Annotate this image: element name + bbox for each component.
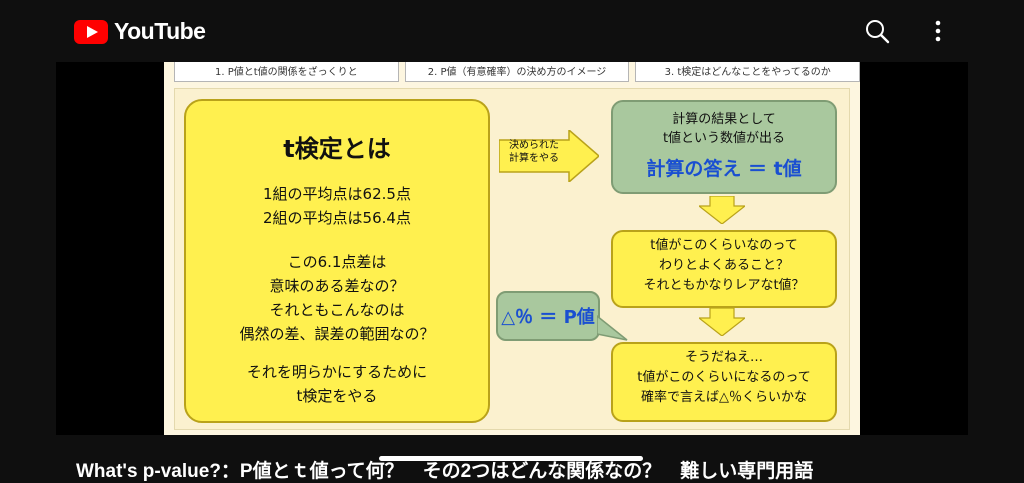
class1-average: 1組の平均点は62.5点 <box>263 185 411 203</box>
p-value-callout: △％ ＝ P値 <box>496 291 600 341</box>
youtube-logo[interactable]: YouTube <box>74 18 206 45</box>
t-value-question-box: t値がこのくらいなのって わりとよくあること？ それともかなりレアなt値？ <box>611 230 837 308</box>
down-arrow-1 <box>699 196 745 224</box>
difference-question-4: 偶然の差、誤差の範囲なの？ <box>239 325 435 343</box>
search-icon <box>866 20 890 44</box>
youtube-play-icon <box>74 19 108 44</box>
t-test-definition-box: t検定とは 1組の平均点は62.5点 2組の平均点は56.4点 この6.1点差は… <box>184 99 490 423</box>
calculation-result-box: 計算の結果として t値という数値が出る 計算の答え ＝ t値 <box>611 100 837 194</box>
class2-average: 2組の平均点は56.4点 <box>263 209 411 227</box>
drag-handle[interactable] <box>379 456 643 461</box>
difference-question-2: 意味のある差なの？ <box>269 277 405 295</box>
answer-line-3: 確率で言えば△％くらいかな <box>641 390 807 405</box>
answer-line-1: そうだねえ… <box>684 350 763 365</box>
callout-tail <box>597 315 628 341</box>
calculation-arrow-label: 決められた 計算をやる <box>504 139 564 165</box>
question-line-2: わりとよくあること？ <box>658 258 789 273</box>
down-arrow-2 <box>699 308 745 336</box>
slide-tabs: 1. P値とt値の関係をざっくりと 2. P値（有意確率）の決め方のイメージ 3… <box>174 62 860 82</box>
top-bar: YouTube <box>0 0 1024 62</box>
logo-text: YouTube <box>114 18 206 44</box>
t-test-title: t検定とは <box>283 135 391 163</box>
difference-question-1: この6.1点差は <box>287 253 387 271</box>
arrow-label-line-2: 計算をやる <box>509 153 559 164</box>
purpose-line-1: それを明らかにするために <box>246 363 428 381</box>
calculation-arrow <box>499 130 599 182</box>
arrow-label-line-1: 決められた <box>509 140 559 151</box>
answer-line-2: t値がこのくらいになるのって <box>637 370 811 385</box>
video-player[interactable]: 1. P値とt値の関係をざっくりと 2. P値（有意確率）の決め方のイメージ 3… <box>56 62 968 435</box>
probability-answer-box: そうだねえ… t値がこのくらいになるのって 確率で言えば△％くらいかな <box>611 342 837 422</box>
purpose-line-2: t検定をやる <box>296 387 378 405</box>
search-button[interactable] <box>862 16 892 46</box>
result-line-1: 計算の結果として <box>672 112 776 127</box>
result-line-2: t値という数値が出る <box>662 131 786 146</box>
result-answer: 計算の答え ＝ t値 <box>646 158 802 180</box>
question-line-1: t値がこのくらいなのって <box>650 238 798 253</box>
slide-frame: 1. P値とt値の関係をざっくりと 2. P値（有意確率）の決め方のイメージ 3… <box>164 62 860 435</box>
slide-tab-3: 3. t検定はどんなことをやってるのか <box>635 62 860 82</box>
question-line-3: それともかなりレアなt値？ <box>643 278 805 293</box>
slide-tab-1: 1. P値とt値の関係をざっくりと <box>174 62 399 82</box>
slide-tab-2: 2. P値（有意確率）の決め方のイメージ <box>404 62 630 82</box>
more-vert-icon <box>935 20 941 42</box>
more-options-button[interactable] <box>924 16 952 46</box>
difference-question-3: それともこんなのは <box>269 301 405 319</box>
